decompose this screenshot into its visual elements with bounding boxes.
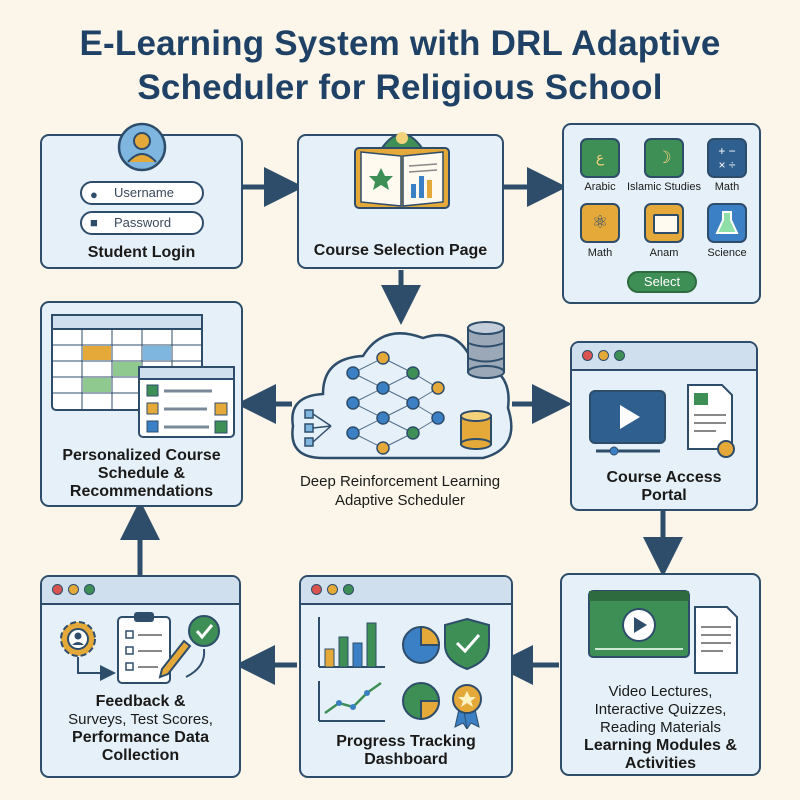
video-player-icon <box>589 384 735 458</box>
subject-tile-science[interactable] <box>707 203 747 243</box>
portal-label-line-1: Course Access <box>606 469 722 486</box>
window-dot-green <box>343 584 354 595</box>
modules-label-line-5: Activities <box>624 755 697 772</box>
feedback-label-line-3: Performance Data <box>72 729 209 746</box>
course-selection-panel: Course Selection Page <box>297 132 504 269</box>
personalized-schedule-panel: Personalized Course Schedule & Recommend… <box>40 301 243 507</box>
username-field[interactable]: ● Username <box>80 181 204 205</box>
schedule-label-line-1: Personalized Course <box>62 447 221 464</box>
window-dot-green <box>614 350 625 361</box>
lock-icon: ■ <box>90 215 98 230</box>
drl-scheduler-label-line-1: Deep Reinforcement Learning <box>299 473 501 490</box>
atom-icon: ⚛ <box>591 212 609 232</box>
feedback-label-line-1: Feedback & <box>95 693 186 710</box>
check-circle-icon <box>188 615 220 647</box>
schedule-label: Personalized Course Schedule & Recommend… <box>42 447 241 501</box>
subject-tile-islamic-studies[interactable]: ☽ <box>644 138 684 178</box>
window-dot-red <box>582 350 593 361</box>
password-placeholder: Password <box>114 215 172 230</box>
subject-tile-math[interactable]: + −× ÷ <box>707 138 747 178</box>
pie-chart-2-icon <box>402 682 441 721</box>
input-nodes-icon <box>304 409 332 447</box>
window-dot-red <box>311 584 322 595</box>
feedback-survey-icon <box>60 612 220 684</box>
video-lecture-icon <box>588 590 738 674</box>
arabic-calligraphy-icon: ع <box>595 149 605 165</box>
window-title-bar <box>301 577 511 605</box>
drl-scheduler-cloud <box>291 321 513 460</box>
coin-stack-icon <box>460 410 492 450</box>
document-icon <box>687 384 735 458</box>
subject-label-science: Science <box>707 247 747 259</box>
modules-label: Video Lectures, Interactive Quizzes, Rea… <box>562 683 759 773</box>
modules-label-line-1: Video Lectures, <box>608 683 713 700</box>
open-book-icon <box>354 132 450 209</box>
shield-check-icon <box>444 617 490 671</box>
username-placeholder: Username <box>114 185 174 200</box>
database-icon <box>467 321 505 379</box>
subject-tile-anam[interactable] <box>644 203 684 243</box>
gear-user-icon <box>60 621 96 657</box>
student-login-label: Student Login <box>87 244 196 261</box>
feedback-panel: Feedback & Surveys, Test Scores, Perform… <box>40 575 241 778</box>
calculator-icon: + −× ÷ <box>718 144 736 172</box>
bar-chart-icon <box>318 617 385 668</box>
learning-modules-panel: Video Lectures, Interactive Quizzes, Rea… <box>560 573 761 776</box>
crescent-icon <box>396 132 408 144</box>
pencil-icon <box>158 639 192 679</box>
window-dot-red <box>52 584 63 595</box>
feedback-label: Feedback & Surveys, Test Scores, Perform… <box>42 693 239 765</box>
subject-label-anam: Anam <box>649 247 679 259</box>
subject-label-math: Math <box>714 181 740 193</box>
subject-tile-arabic[interactable]: ع <box>580 138 620 178</box>
schedule-label-line-3: Recommendations <box>69 483 214 500</box>
window-dot-yellow <box>327 584 338 595</box>
diagram-title: E-Learning System with DRL Adaptive Sche… <box>0 22 800 110</box>
drl-scheduler-label-line-2: Adaptive Scheduler <box>334 492 466 509</box>
user-avatar-icon <box>117 122 167 172</box>
subject-label-islamic-studies: Islamic Studies <box>627 181 701 193</box>
dashboard-charts-icon <box>318 617 490 729</box>
progress-label: Progress Tracking Dashboard <box>301 733 511 769</box>
clipboard-checklist-icon <box>117 612 171 684</box>
open-book-icon <box>653 214 679 234</box>
title-line-1: E-Learning System with DRL Adaptive <box>79 24 721 63</box>
modules-label-line-3: Reading Materials <box>600 719 721 736</box>
drl-scheduler-label: Deep Reinforcement Learning Adaptive Sch… <box>240 472 560 510</box>
portal-label: Course Access Portal <box>572 469 756 505</box>
window-dot-green <box>84 584 95 595</box>
subject-label-arabic: Arabic <box>584 181 616 193</box>
user-icon: ● <box>90 187 98 202</box>
subjects-panel: ع ☽ + −× ÷ Arabic Islamic Studies Math ⚛… <box>562 123 761 304</box>
subject-label-math-atom: Math <box>587 247 613 259</box>
feedback-label-line-2: Surveys, Test Scores, <box>68 711 213 728</box>
modules-label-line-2: Interactive Quizzes, <box>594 701 727 718</box>
window-dot-yellow <box>598 350 609 361</box>
progress-label-line-2: Dashboard <box>364 751 448 768</box>
schedule-calendar-icon <box>51 314 235 438</box>
portal-label-line-2: Portal <box>641 487 687 504</box>
subject-tile-math-atom[interactable]: ⚛ <box>580 203 620 243</box>
window-title-bar <box>42 577 239 605</box>
progress-label-line-1: Progress Tracking <box>336 733 476 750</box>
progress-tracking-panel: Progress Tracking Dashboard <box>299 575 513 778</box>
student-login-panel: ● Username ■ Password Student Login <box>40 122 243 269</box>
title-line-2: Scheduler for Religious School <box>137 68 663 107</box>
reading-material-icon <box>694 606 738 674</box>
window-dot-yellow <box>68 584 79 595</box>
select-button[interactable]: Select <box>627 271 697 293</box>
line-chart-icon <box>318 681 385 722</box>
window-title-bar <box>572 343 756 371</box>
crescent-star-icon: ☽ <box>656 148 672 167</box>
feedback-label-line-4: Collection <box>101 747 180 764</box>
pie-chart-icon <box>402 625 441 664</box>
course-selection-label: Course Selection Page <box>313 242 488 259</box>
course-access-portal-panel: Course Access Portal <box>570 341 758 511</box>
flask-icon <box>715 211 739 234</box>
password-field[interactable]: ■ Password <box>80 211 204 235</box>
award-badge-icon <box>452 684 482 729</box>
modules-label-line-4: Learning Modules & <box>584 737 737 754</box>
schedule-label-line-2: Schedule & <box>97 465 186 482</box>
